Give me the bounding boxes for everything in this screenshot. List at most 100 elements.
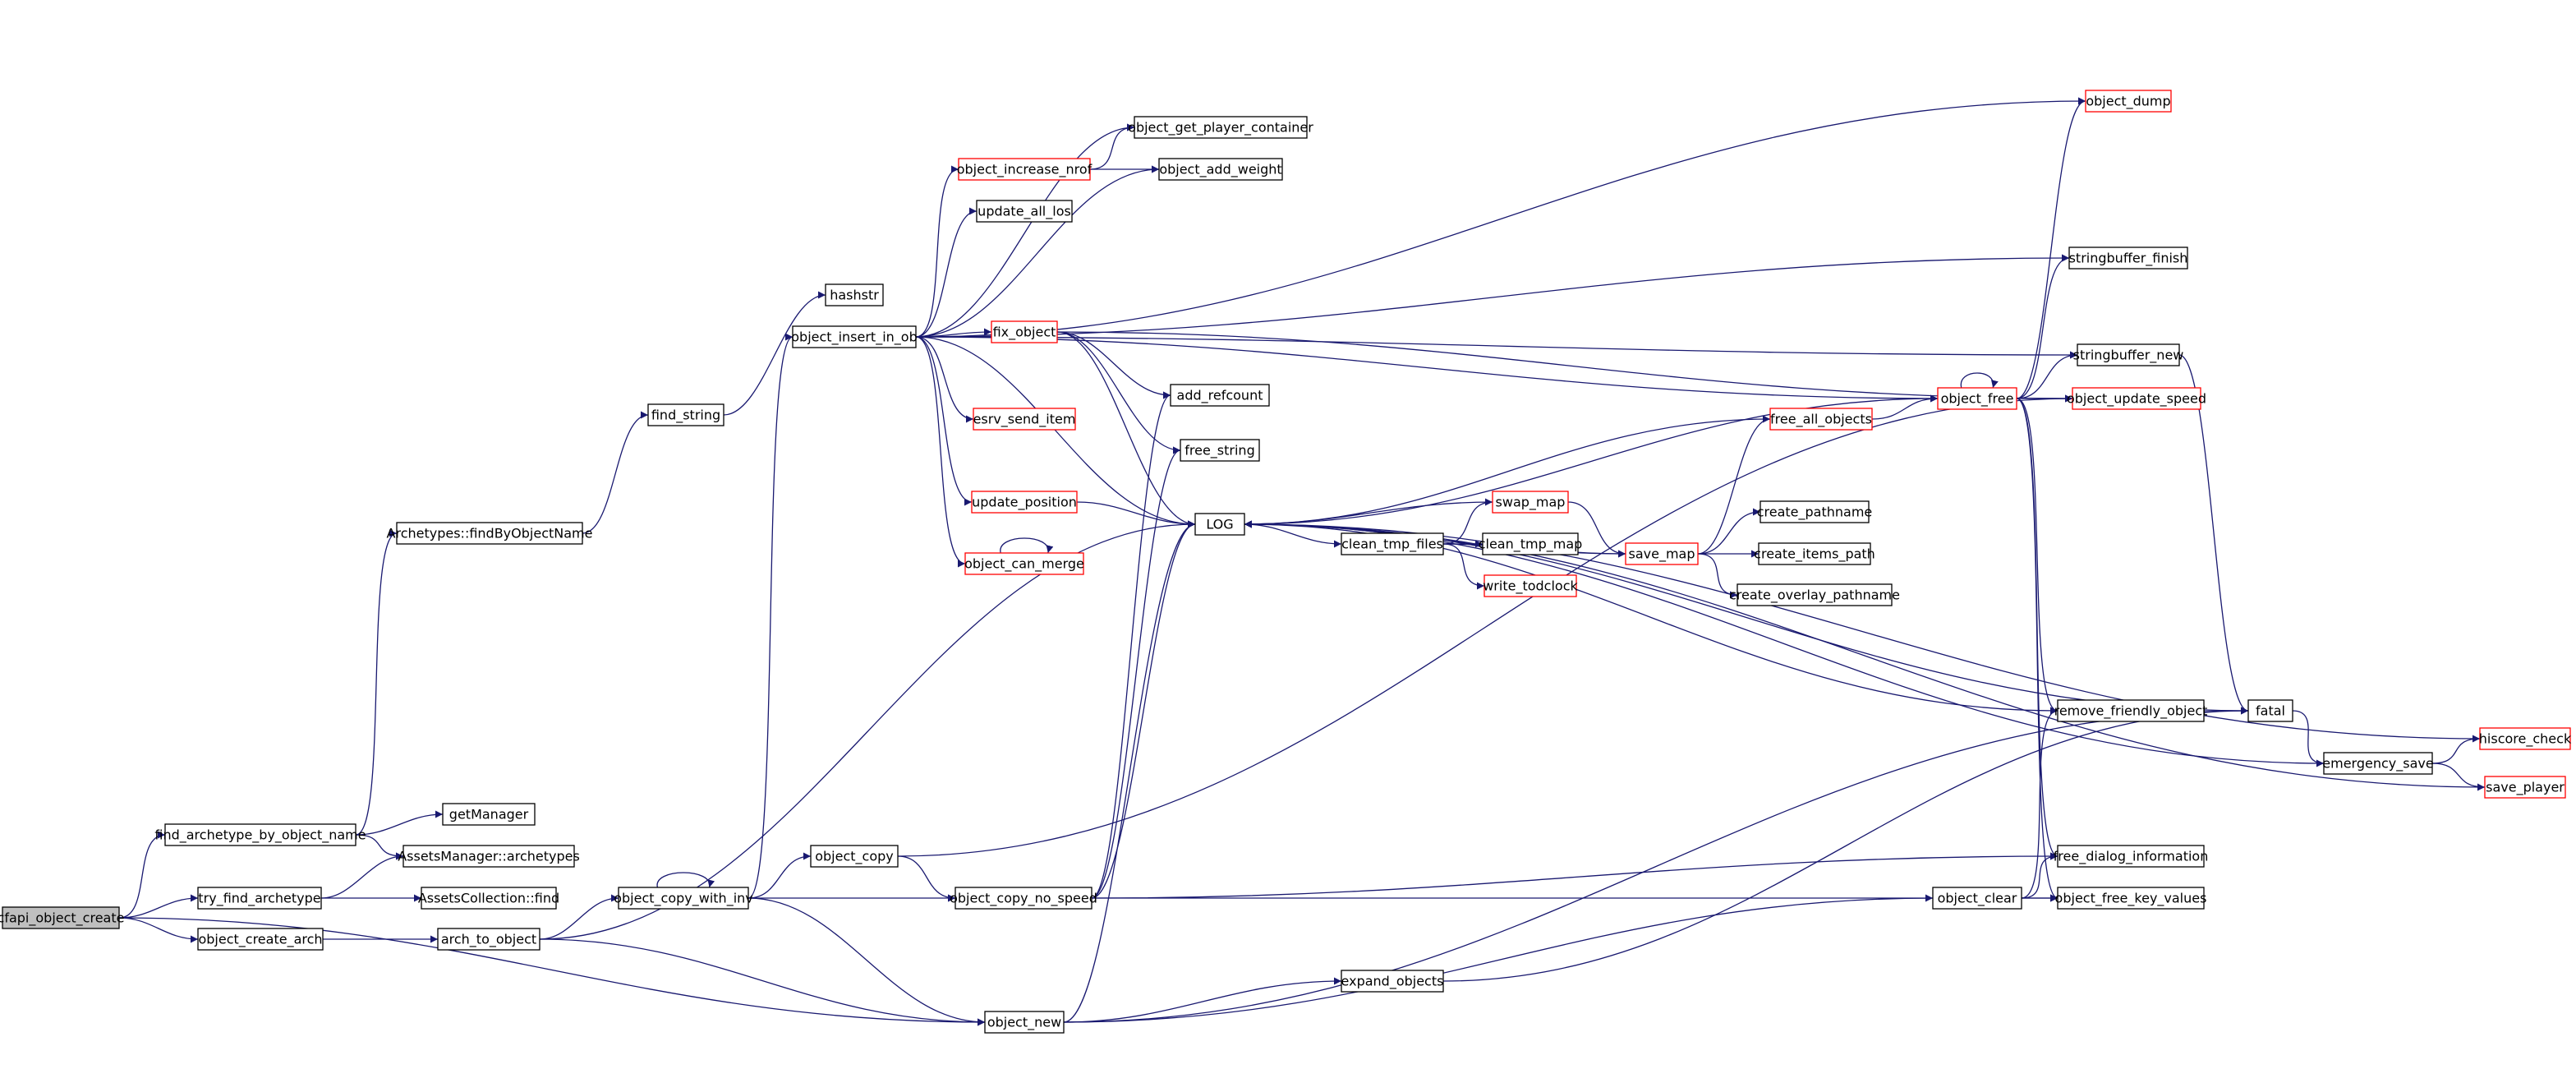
- node-object-insert-in-ob[interactable]: object_insert_in_ob: [791, 325, 918, 348]
- node-swap-map[interactable]: swap_map: [1492, 491, 1569, 514]
- edge-object-new-to-object-clear: [1063, 894, 1934, 1023]
- node-box: [437, 928, 540, 951]
- node-box: [973, 408, 1076, 431]
- edge-object-insert-in-ob-to-stringbuffer-new: [915, 336, 2078, 359]
- node-free-all-objects[interactable]: free_all_objects: [1769, 408, 1873, 431]
- node-add-refcount[interactable]: add_refcount: [1170, 384, 1270, 407]
- node-try-find-archetype[interactable]: try_find_archetype: [197, 887, 322, 910]
- node-esrv-send-item[interactable]: esrv_send_item: [973, 408, 1076, 431]
- node-label: object_get_player_container: [1128, 120, 1313, 136]
- node-fatal[interactable]: fatal: [2247, 699, 2293, 722]
- node-box: [421, 887, 557, 910]
- node-create-items-path[interactable]: create_items_path: [1754, 542, 1875, 565]
- node-box: [197, 887, 322, 910]
- node-object-dump[interactable]: object_dump: [2085, 90, 2172, 113]
- node-archetypes-find[interactable]: Archetypes::findByObjectName: [387, 522, 593, 545]
- node-object-update-speed[interactable]: object_update_speed: [2067, 387, 2206, 410]
- node-label: AssetsCollection::find: [418, 891, 559, 906]
- node-find-string[interactable]: find_string: [647, 403, 724, 426]
- node-object-new[interactable]: object_new: [984, 1011, 1065, 1034]
- edge-object-copy-with-inv-to-object-copy-with-inv: [656, 872, 715, 888]
- node-label: remove_friendly_object: [2054, 703, 2208, 720]
- node-hiscore-check[interactable]: hiscore_check: [2479, 727, 2572, 750]
- node-write-todclock[interactable]: write_todclock: [1483, 574, 1579, 597]
- edge-clean-tmp-files-to-swap-map: [1442, 498, 1493, 545]
- node-emergency-save[interactable]: emergency_save: [2322, 752, 2434, 775]
- node-box: [1736, 583, 1893, 606]
- edge-cfapi-object-create-to-find-archetype-by-object-name: [118, 831, 166, 919]
- node-remove-friendly-object[interactable]: remove_friendly_object: [2054, 699, 2208, 722]
- edge-save-map-to-create-pathname: [1697, 508, 1761, 555]
- edge-arch-to-object-to-LOG: [539, 520, 1196, 940]
- node-box: [964, 552, 1084, 575]
- node-clean-tmp-files[interactable]: clean_tmp_files: [1341, 532, 1444, 555]
- node-box: [2077, 343, 2180, 366]
- node-update-all-los[interactable]: update_all_los: [976, 200, 1073, 223]
- node-box: [792, 325, 917, 348]
- node-object-increase-nrof[interactable]: object_increase_nrof: [957, 158, 1092, 181]
- node-label: cfapi_object_create: [0, 910, 124, 927]
- node-update-position[interactable]: update_position: [971, 491, 1078, 514]
- node-box: [954, 887, 1092, 910]
- node-LOG[interactable]: LOG: [1194, 513, 1245, 536]
- edge-object-insert-in-ob-to-update-position: [915, 336, 973, 506]
- node-box: [2484, 776, 2566, 799]
- node-hashstr[interactable]: hashstr: [825, 283, 884, 306]
- node-assets-archetypes[interactable]: AssetsManager::archetypes: [398, 845, 580, 868]
- node-create-pathname[interactable]: create_pathname: [1757, 500, 1873, 523]
- edge-object-copy-no-speed-to-free-dialog-information: [1091, 852, 2058, 899]
- node-box: [1625, 542, 1699, 565]
- node-find-archetype-by-object-name[interactable]: find_archetype_by_object_name: [154, 823, 366, 846]
- edge-arch-to-object-to-object-copy-with-inv: [539, 894, 619, 940]
- edge-object-free-to-stringbuffer-new: [2016, 351, 2078, 399]
- node-box: [442, 803, 536, 826]
- edge-object-copy-with-inv-to-object-new: [748, 897, 986, 1026]
- node-object-copy-no-speed[interactable]: object_copy_no_speed: [950, 887, 1097, 910]
- node-object-copy[interactable]: object_copy: [810, 845, 899, 868]
- node-label: object_clear: [1938, 891, 2017, 907]
- node-assets-collection-find[interactable]: AssetsCollection::find: [418, 887, 559, 910]
- node-object-can-merge[interactable]: object_can_merge: [964, 552, 1084, 575]
- node-object-clear[interactable]: object_clear: [1932, 887, 2022, 910]
- node-free-string[interactable]: free_string: [1180, 439, 1260, 462]
- node-object-add-weight[interactable]: object_add_weight: [1158, 158, 1283, 181]
- edge-save-map-to-free-all-objects: [1697, 415, 1771, 555]
- node-label: create_items_path: [1754, 546, 1875, 563]
- node-object-get-player-container[interactable]: object_get_player_container: [1128, 116, 1313, 139]
- node-cfapi-object-create[interactable]: cfapi_object_create: [0, 906, 124, 929]
- edge-archetypes-find-to-find-string: [582, 411, 649, 534]
- node-stringbuffer-finish[interactable]: stringbuffer_finish: [2068, 247, 2188, 270]
- edge-object-copy-with-inv-to-object-copy: [748, 852, 812, 899]
- node-label: find_archetype_by_object_name: [154, 827, 366, 844]
- node-label: save_player: [2486, 780, 2564, 796]
- node-object-create-arch[interactable]: object_create_arch: [197, 928, 324, 951]
- node-box: [402, 845, 575, 868]
- node-save-player[interactable]: save_player: [2484, 776, 2566, 799]
- node-label: create_overlay_pathname: [1729, 587, 1900, 604]
- edge-fix-object-to-free-string: [1056, 331, 1181, 454]
- edge-emergency-save-to-save-player: [2431, 763, 2486, 791]
- node-getManager[interactable]: getManager: [442, 803, 536, 826]
- node-label: object_increase_nrof: [957, 162, 1092, 178]
- edges-layer: [118, 97, 2486, 1026]
- node-label: object_can_merge: [964, 556, 1084, 573]
- edge-object-free-to-stringbuffer-finish: [2016, 254, 2070, 399]
- node-create-overlay-pathname[interactable]: create_overlay_pathname: [1729, 583, 1900, 606]
- node-object-free-key-values[interactable]: object_free_key_values: [2055, 887, 2207, 910]
- node-clean-tmp-map[interactable]: clean_tmp_map: [1479, 532, 1583, 555]
- node-arch-to-object[interactable]: arch_to_object: [437, 928, 540, 951]
- edge-object-insert-in-ob-to-object-get-player-container: [915, 123, 1135, 338]
- node-object-free[interactable]: object_free: [1937, 387, 2017, 410]
- edge-object-copy-to-object-copy-no-speed: [897, 855, 956, 902]
- node-label: swap_map: [1496, 495, 1566, 511]
- node-fix-object[interactable]: fix_object: [991, 320, 1058, 343]
- node-box: [2479, 727, 2571, 750]
- node-stringbuffer-new[interactable]: stringbuffer_new: [2073, 343, 2184, 366]
- node-expand-objects[interactable]: expand_objects: [1341, 970, 1444, 993]
- node-object-copy-with-inv[interactable]: object_copy_with_inv: [614, 887, 753, 910]
- node-label: object_update_speed: [2067, 391, 2206, 408]
- node-box: [2247, 699, 2293, 722]
- node-save-map[interactable]: save_map: [1625, 542, 1699, 565]
- node-free-dialog-information[interactable]: free_dialog_information: [2054, 845, 2209, 868]
- node-label: object_copy_with_inv: [614, 891, 753, 907]
